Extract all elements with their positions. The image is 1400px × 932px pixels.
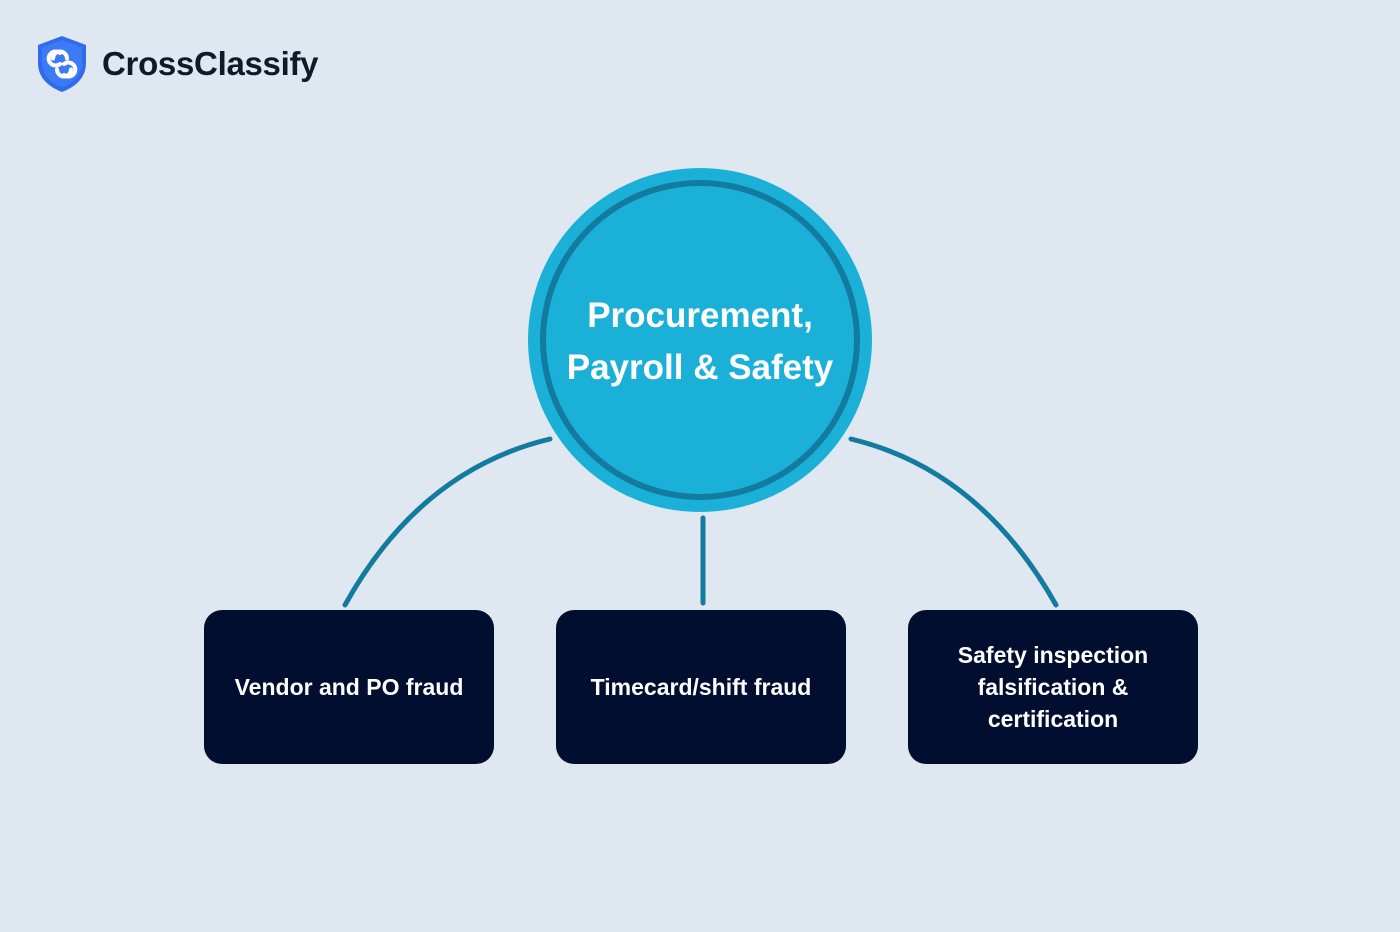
- brand-name: CrossClassify: [102, 45, 319, 82]
- connector-left: [342, 436, 553, 608]
- branch-box-vendor-po-fraud: Vendor and PO fraud: [204, 610, 494, 764]
- connector-right: [848, 436, 1059, 608]
- brand-header: CrossClassify: [34, 33, 319, 95]
- branch-label: Vendor and PO fraud: [234, 674, 464, 700]
- crossclassify-logo-icon: [38, 36, 86, 92]
- branch-label: Timecard/shift fraud: [590, 674, 812, 700]
- center-node-ring: [540, 180, 860, 500]
- branch-box-safety-inspection: Safety inspection falsification & certif…: [908, 610, 1198, 764]
- center-node: Procurement, Payroll & Safety: [528, 168, 872, 512]
- branch-label: Safety inspection falsification & certif…: [957, 642, 1149, 732]
- branch-box-timecard-shift-fraud: Timecard/shift fraud: [556, 610, 846, 764]
- center-node-title: Procurement, Payroll & Safety: [566, 296, 834, 387]
